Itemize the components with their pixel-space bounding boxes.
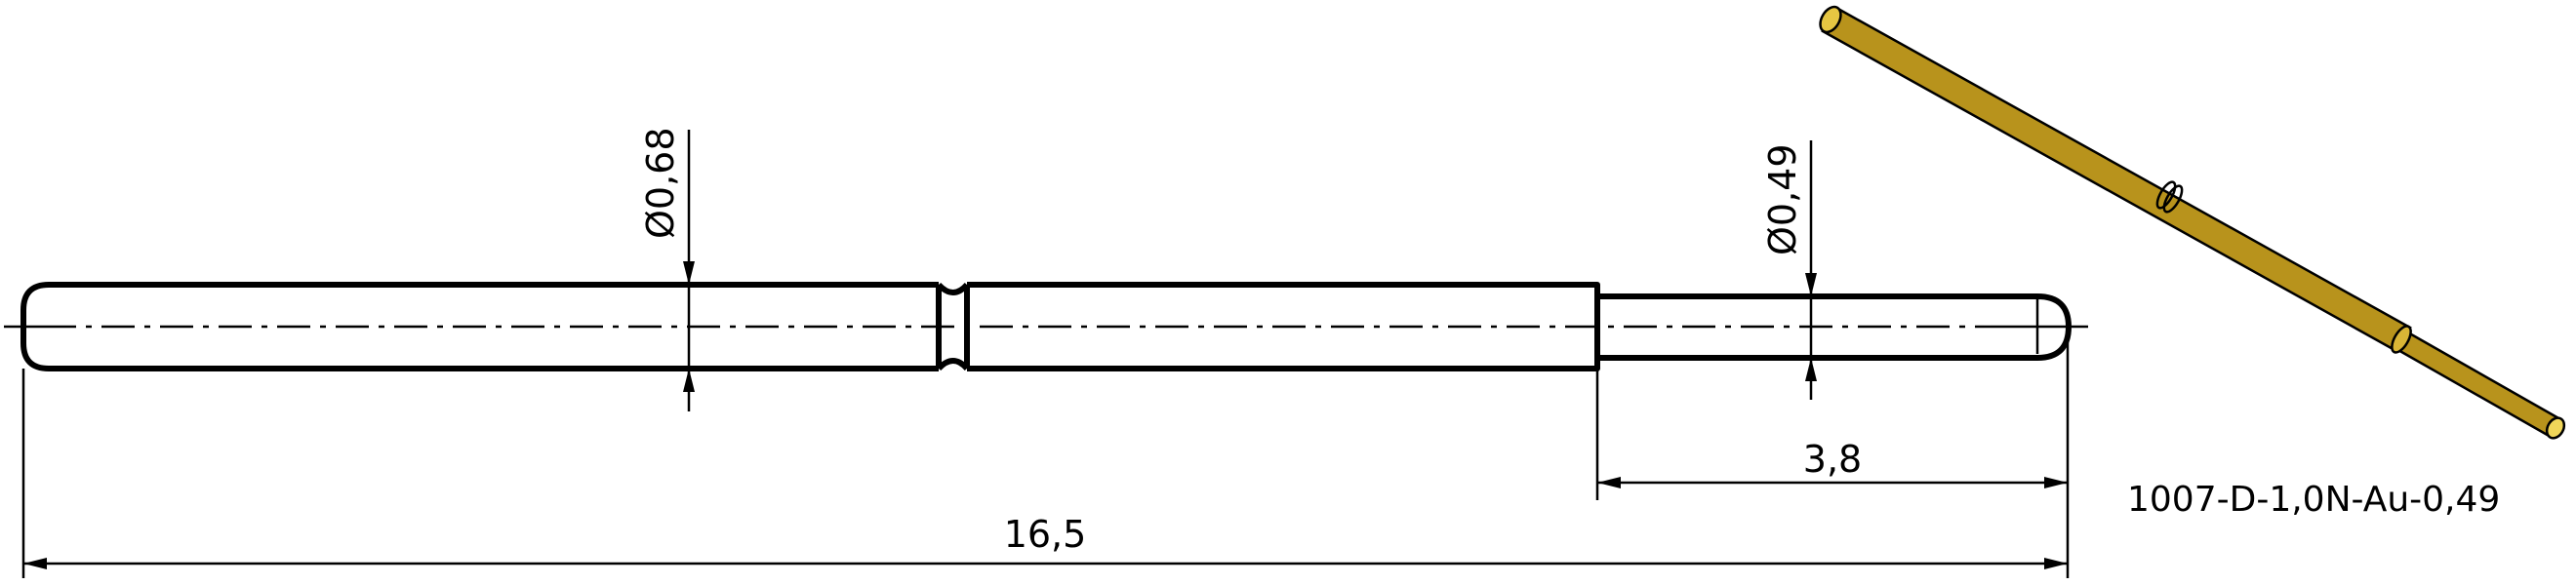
pin-3d-top-cap	[1819, 5, 1842, 34]
part-number-label: 1007-D-1,0N-Au-0,49	[2127, 480, 2500, 520]
overall-length-label: 16,5	[1004, 513, 1087, 556]
pin-3d-step	[2391, 325, 2412, 354]
dimension-tip-diameter: Ø0,49	[1761, 140, 1817, 400]
pin-side-view	[4, 282, 2088, 371]
dimension-overall-length: 16,5	[23, 513, 2068, 569]
tip-length-label: 3,8	[1803, 438, 1862, 481]
pin-groove	[936, 282, 970, 371]
dimension-tip-length: 3,8	[1597, 438, 2068, 488]
pin-3d-render	[1819, 5, 2566, 440]
pin-3d-plunger	[2395, 330, 2562, 439]
pin-3d-tip	[2545, 416, 2566, 440]
pin-3d-body	[1821, 6, 2412, 353]
pin-3d-groove	[2155, 180, 2177, 210]
body-diameter-label: Ø0,68	[639, 127, 682, 239]
dimension-body-diameter: Ø0,68	[639, 127, 695, 411]
tip-diameter-label: Ø0,49	[1761, 143, 1804, 255]
